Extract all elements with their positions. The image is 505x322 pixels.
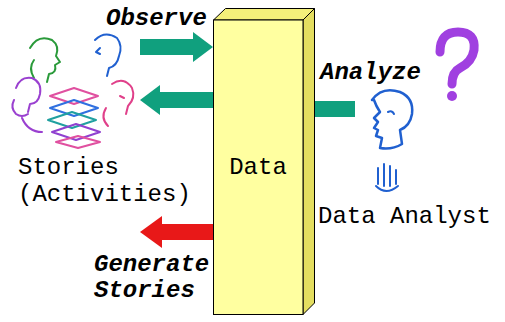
edge-label: Observe (104, 6, 209, 32)
action-label: Generate Stories (92, 252, 236, 304)
box-label: Data (229, 154, 287, 181)
box-top (214, 9, 315, 21)
figure-caption: Stories (Activities) (18, 154, 208, 208)
analyst-clipart (372, 32, 474, 191)
block-arrow (140, 32, 213, 62)
analyst-figure: Data Analyst (355, 35, 475, 195)
box-side (303, 9, 315, 315)
block-arrow (315, 101, 355, 117)
stories-group: Stories (Activities) (8, 30, 140, 150)
box-content: Data (213, 20, 303, 315)
people-clipart (12, 34, 133, 148)
edge-label: Analyze (318, 60, 423, 86)
block-arrow (140, 85, 213, 115)
data-box: Data (213, 8, 315, 315)
figure-caption: Data Analyst (318, 203, 505, 230)
generate-arrow (140, 216, 213, 248)
box-front (214, 20, 304, 315)
